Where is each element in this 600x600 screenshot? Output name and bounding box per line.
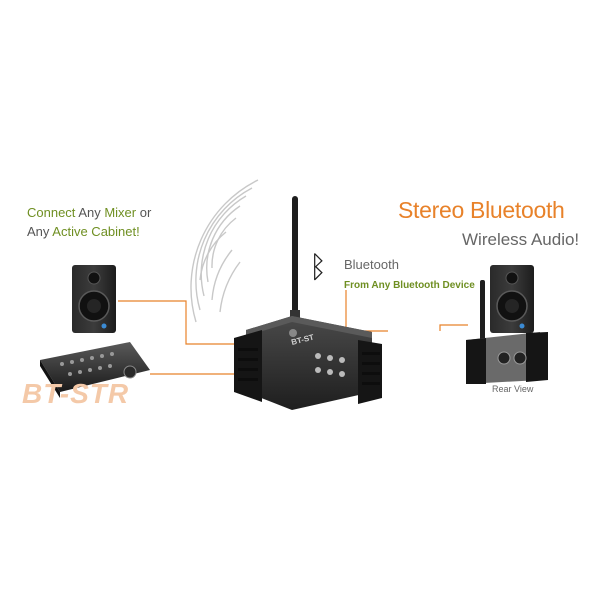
bluetooth-source-label: From Any Bluetooth Device [344,280,475,291]
left-caption-active-cabinet: Active Cabinet! [52,224,140,239]
left-speaker [72,265,116,333]
left-caption-line2: Any Active Cabinet! [27,224,140,239]
signal-waves [190,179,259,323]
right-speaker [490,265,534,333]
left-caption-or: or [136,205,152,220]
left-caption-mixer: Mixer [104,205,137,220]
watermark-logo: BT-STR [22,378,130,409]
main-device [234,316,382,410]
left-caption-line1: Connect Any Mixer or [27,205,151,220]
left-caption-any: Any [75,205,105,220]
headline: Stereo Bluetooth [398,197,565,223]
bluetooth-label: Bluetooth [344,257,399,272]
mixer [40,342,150,398]
left-caption-connect: Connect [27,205,76,220]
rear-view-device [466,280,548,384]
left-caption-any2: Any [27,224,53,239]
subheadline: Wireless Audio! [462,230,580,249]
rear-view-label: Rear View [492,384,534,394]
antenna [290,196,300,322]
bluetooth-icon: ᛒ [309,250,327,285]
